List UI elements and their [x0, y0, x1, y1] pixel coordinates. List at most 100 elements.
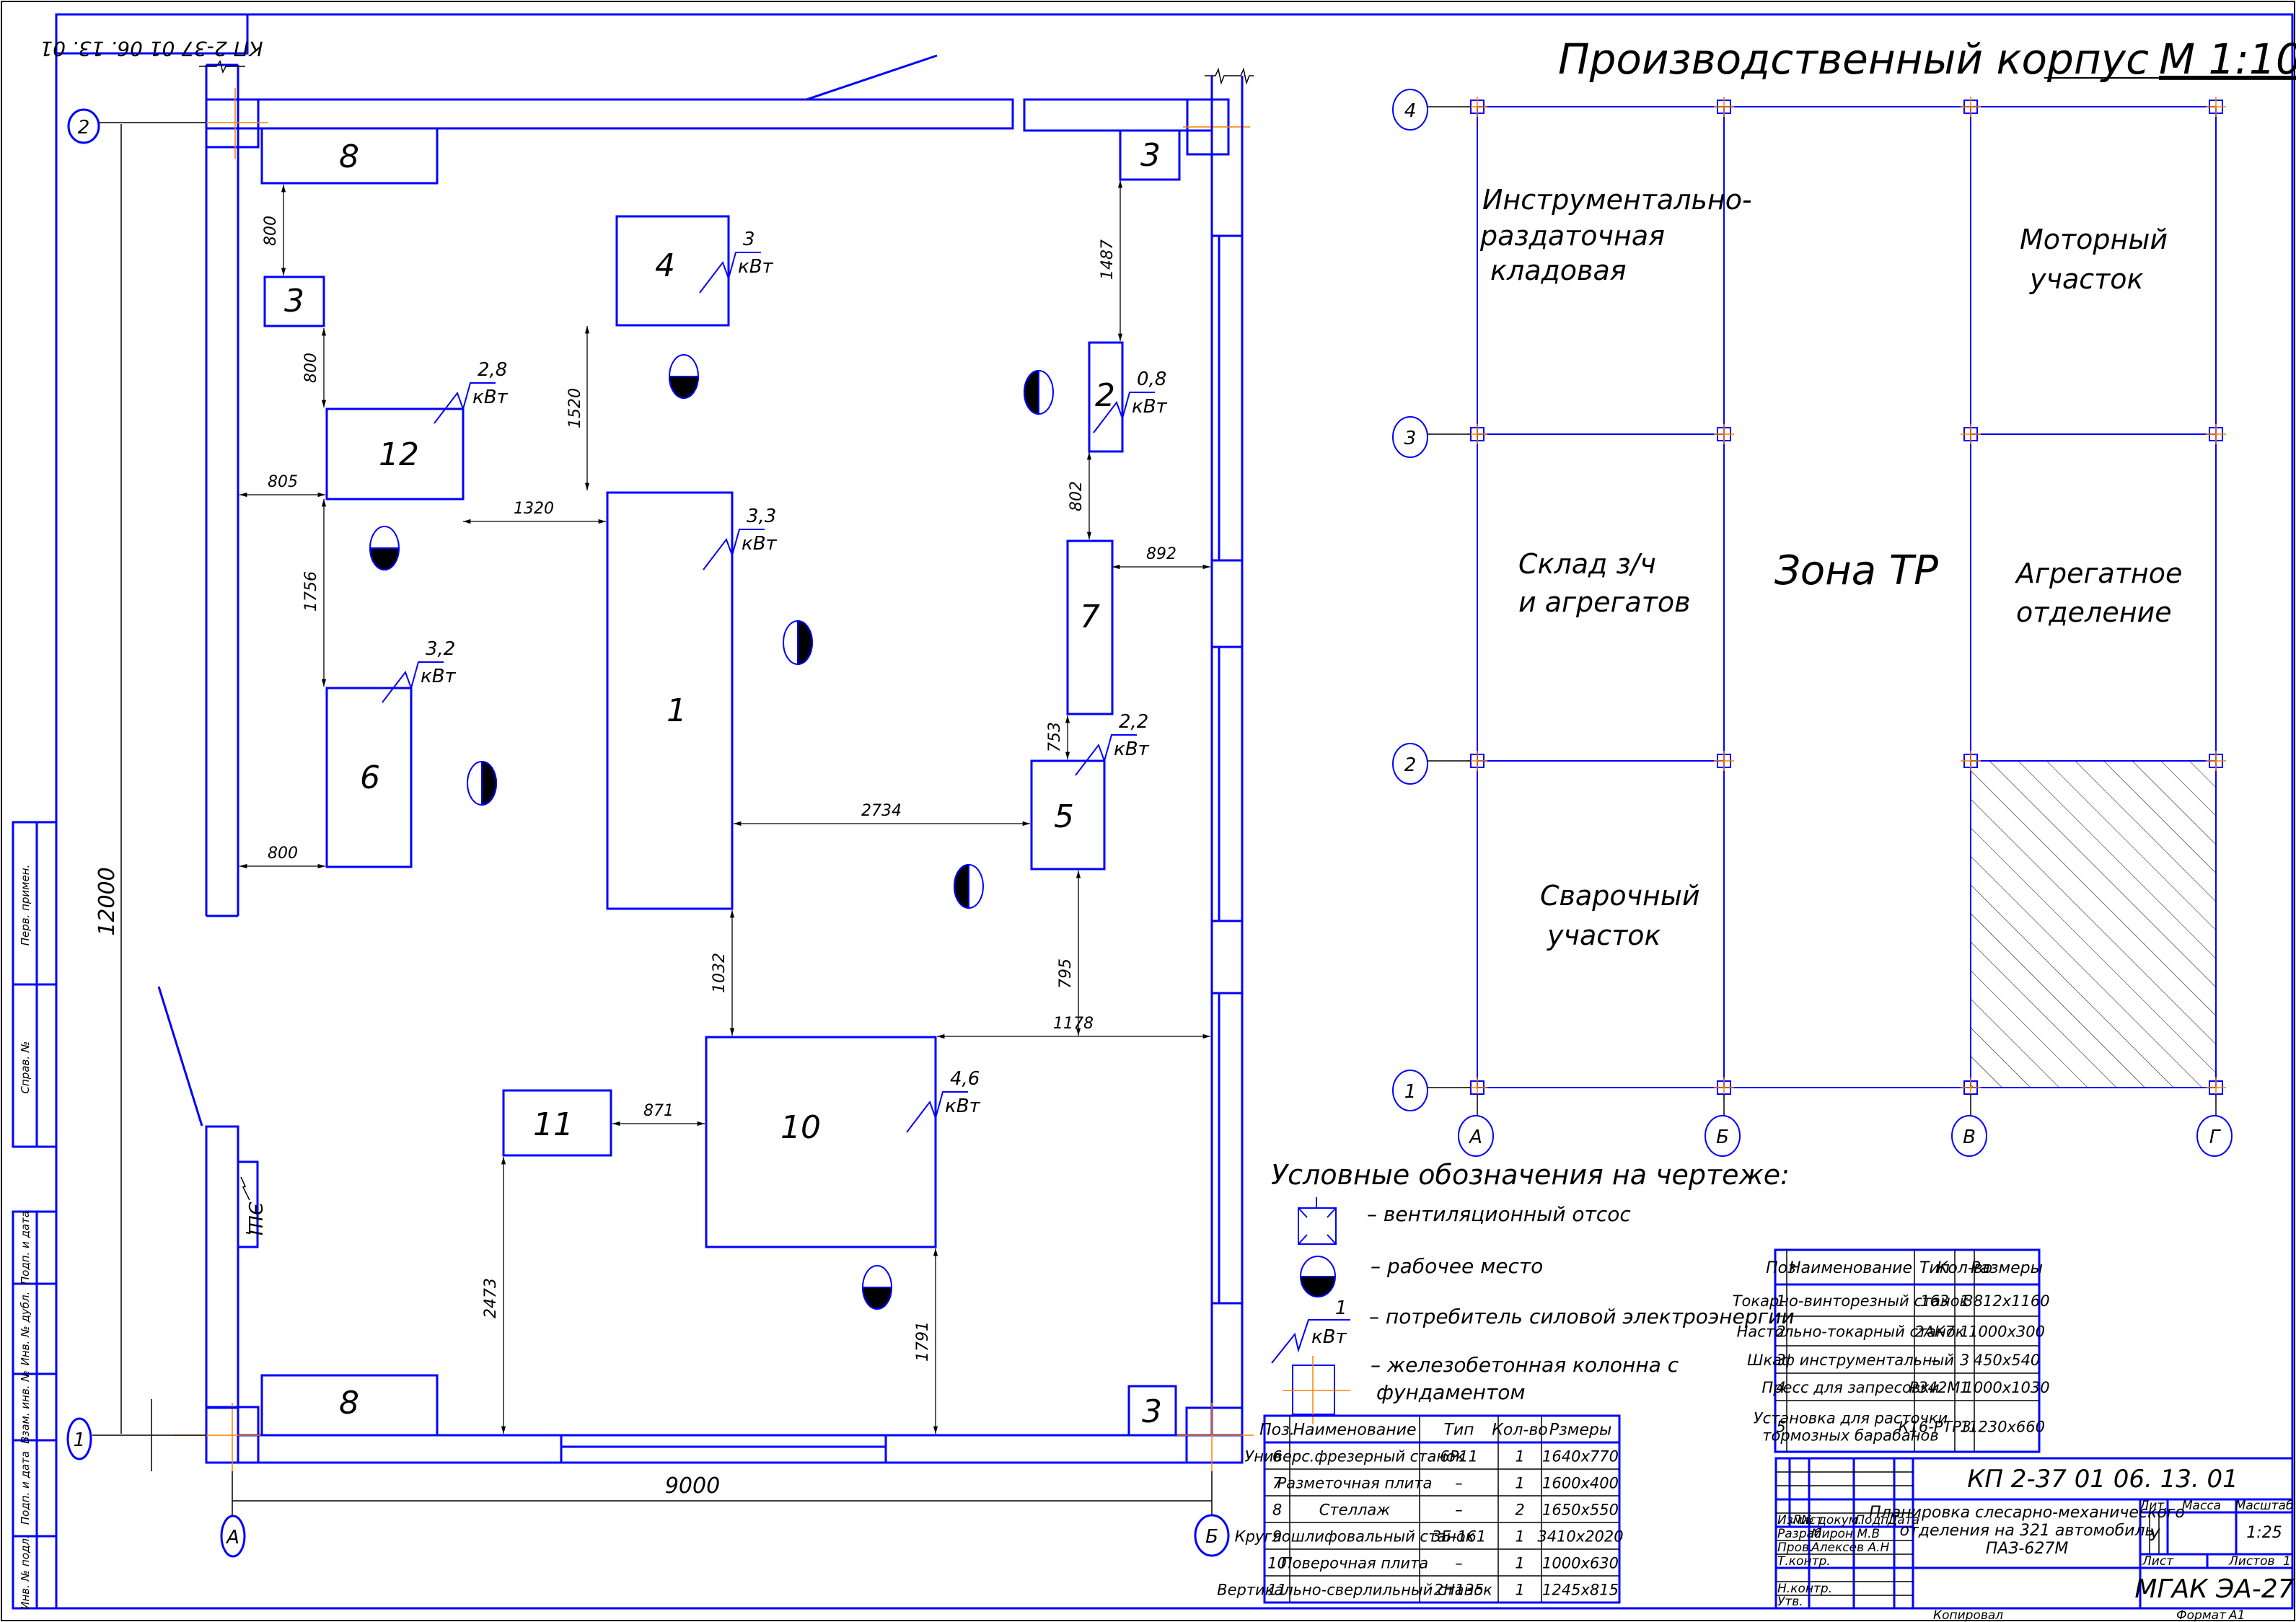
electric-panel-label: ЭЩ [244, 1202, 265, 1236]
dimension-d1520: 1520 [566, 326, 590, 490]
zone-parts-store-2: и агрегатов [1518, 586, 1691, 618]
table-cell: 10 [1267, 1555, 1287, 1572]
equipment-label: 7 [1080, 599, 1100, 635]
title-block-name-2: отделения на 321 автомобиль [1899, 1522, 2154, 1540]
dim-overall-width: 9000 [665, 1473, 720, 1499]
table-cell: Токарно-винторезный станок [1733, 1292, 1969, 1310]
workplace-marker [668, 354, 700, 399]
tb-mass-label: Масса [2182, 1499, 2221, 1513]
power-unit: кВт [742, 533, 778, 555]
table-cell: 3 [1776, 1352, 1785, 1369]
zone-tool-storage-3: кладовая [1490, 255, 1627, 286]
dimension-d800a: 800 [262, 184, 286, 276]
dimension-value: 1032 [711, 953, 729, 993]
table-cell: – [1455, 1555, 1463, 1572]
dimension-d800b: 800 [302, 328, 327, 407]
column-header: Наименование [1789, 1259, 1912, 1277]
dimension-value: 871 [643, 1102, 674, 1120]
table-cell: 1000x300 [1969, 1323, 2045, 1341]
equipment-11[interactable]: 11 [502, 1089, 612, 1157]
equipment-10[interactable]: 10 [705, 1036, 937, 1248]
equipment-label: 12 [379, 436, 419, 473]
table-cell: 11 [1267, 1582, 1287, 1599]
equipment-12[interactable]: 12 [325, 407, 465, 501]
equipment-8-top[interactable]: 8 [260, 127, 439, 185]
workplace-marker [861, 1265, 893, 1310]
tb-sheet-label: Лист [2142, 1554, 2174, 1569]
table-cell: 1 [1515, 1528, 1524, 1546]
dimension-d805: 805 [239, 473, 325, 498]
table-cell: – [1455, 1502, 1463, 1519]
dimension-d892: 892 [1112, 545, 1210, 570]
axis-row-bubble: 3 [1392, 416, 1471, 458]
floor-axes: 2 1 А Б 12000 9000 [66, 108, 1230, 1558]
axis-row-1: 1 [74, 1429, 86, 1451]
equipment-1[interactable]: 1 [606, 491, 734, 910]
dimension-value: 753 [1046, 722, 1064, 752]
legend-title: Условные обозначения на чертеже: [1271, 1159, 1790, 1191]
equipment-3-bottom-right[interactable]: 3 [1127, 1385, 1177, 1437]
workplace-markers [369, 354, 1054, 1310]
axis-col-A: А [225, 1527, 239, 1548]
dimension-value: 1791 [914, 1321, 932, 1362]
equipment-3-top-right[interactable]: 3 [1119, 129, 1181, 181]
top-stamp-text: КП 2-37 01 06. 13. 01 [40, 37, 263, 61]
dimension-value: 1520 [566, 388, 584, 428]
column-header: Кол-во [1492, 1422, 1548, 1440]
column-header: Тип [1443, 1422, 1474, 1440]
equipment-4[interactable]: 4 [615, 215, 730, 327]
legend: Условные обозначения на чертеже: – венти… [1271, 1159, 1795, 1424]
tb-scale-value: 1:25 [2246, 1524, 2282, 1542]
dimension-d2473: 2473 [482, 1157, 506, 1434]
zone-tool-storage: Инструментально- [1482, 184, 1752, 216]
table-cell: 1000x630 [1542, 1555, 1619, 1572]
dimension-value: 795 [1057, 958, 1075, 989]
side-label-vzam: Взам. инв. № [19, 1370, 32, 1444]
table-cell: 1 [1515, 1475, 1524, 1492]
dimension-value: 1320 [514, 500, 554, 518]
equipment-2[interactable]: 2 [1088, 341, 1124, 453]
table-cell: тормозных барабанов [1762, 1427, 1938, 1445]
dimension-d1320: 1320 [463, 500, 606, 524]
tb-lit-label: Лит. [2139, 1499, 2168, 1513]
table-cell: – [1931, 1352, 1939, 1369]
dimension-d1791: 1791 [914, 1248, 938, 1434]
table-cell: Пресс для запресовки [1761, 1379, 1939, 1396]
equipment-3-left[interactable]: 3 [263, 276, 325, 327]
dimension-value: 1178 [1053, 1015, 1094, 1033]
axis-row-label: 3 [1404, 428, 1417, 449]
table-cell: 1 [1960, 1323, 1969, 1341]
column-header: Поз [1766, 1259, 1796, 1277]
title-block-name-1: Планировка слесарно-механического [1869, 1504, 2185, 1522]
table-cell: 6Р11 [1440, 1448, 1478, 1465]
dimension-value: 2734 [861, 802, 902, 820]
equipment-5[interactable]: 5 [1030, 759, 1106, 870]
equipment-6[interactable]: 6 [325, 687, 413, 868]
table-cell: 9 [1272, 1528, 1282, 1546]
dimension-value: 800 [302, 353, 320, 383]
axis-row-bubble: 4 [1392, 89, 1471, 131]
zone-parts-store: Склад з/ч [1518, 548, 1656, 580]
column-marker [2206, 97, 2226, 117]
equipment-label: 4 [655, 247, 675, 284]
tb-col-sign: Подп. [1855, 1513, 1892, 1528]
table-cell: 1600x400 [1542, 1475, 1619, 1492]
equipment-8-bottom[interactable]: 8 [260, 1374, 439, 1437]
table-cell: 1650x550 [1542, 1502, 1619, 1519]
column-icon [1283, 1356, 1350, 1424]
table-cell: 3812x1160 [1963, 1292, 2049, 1310]
column-marker [1961, 97, 1981, 117]
table-cell: 1000x1030 [1963, 1379, 2049, 1396]
table-cell: Поверочная плита [1281, 1555, 1428, 1572]
equipment-7[interactable]: 7 [1066, 539, 1114, 715]
